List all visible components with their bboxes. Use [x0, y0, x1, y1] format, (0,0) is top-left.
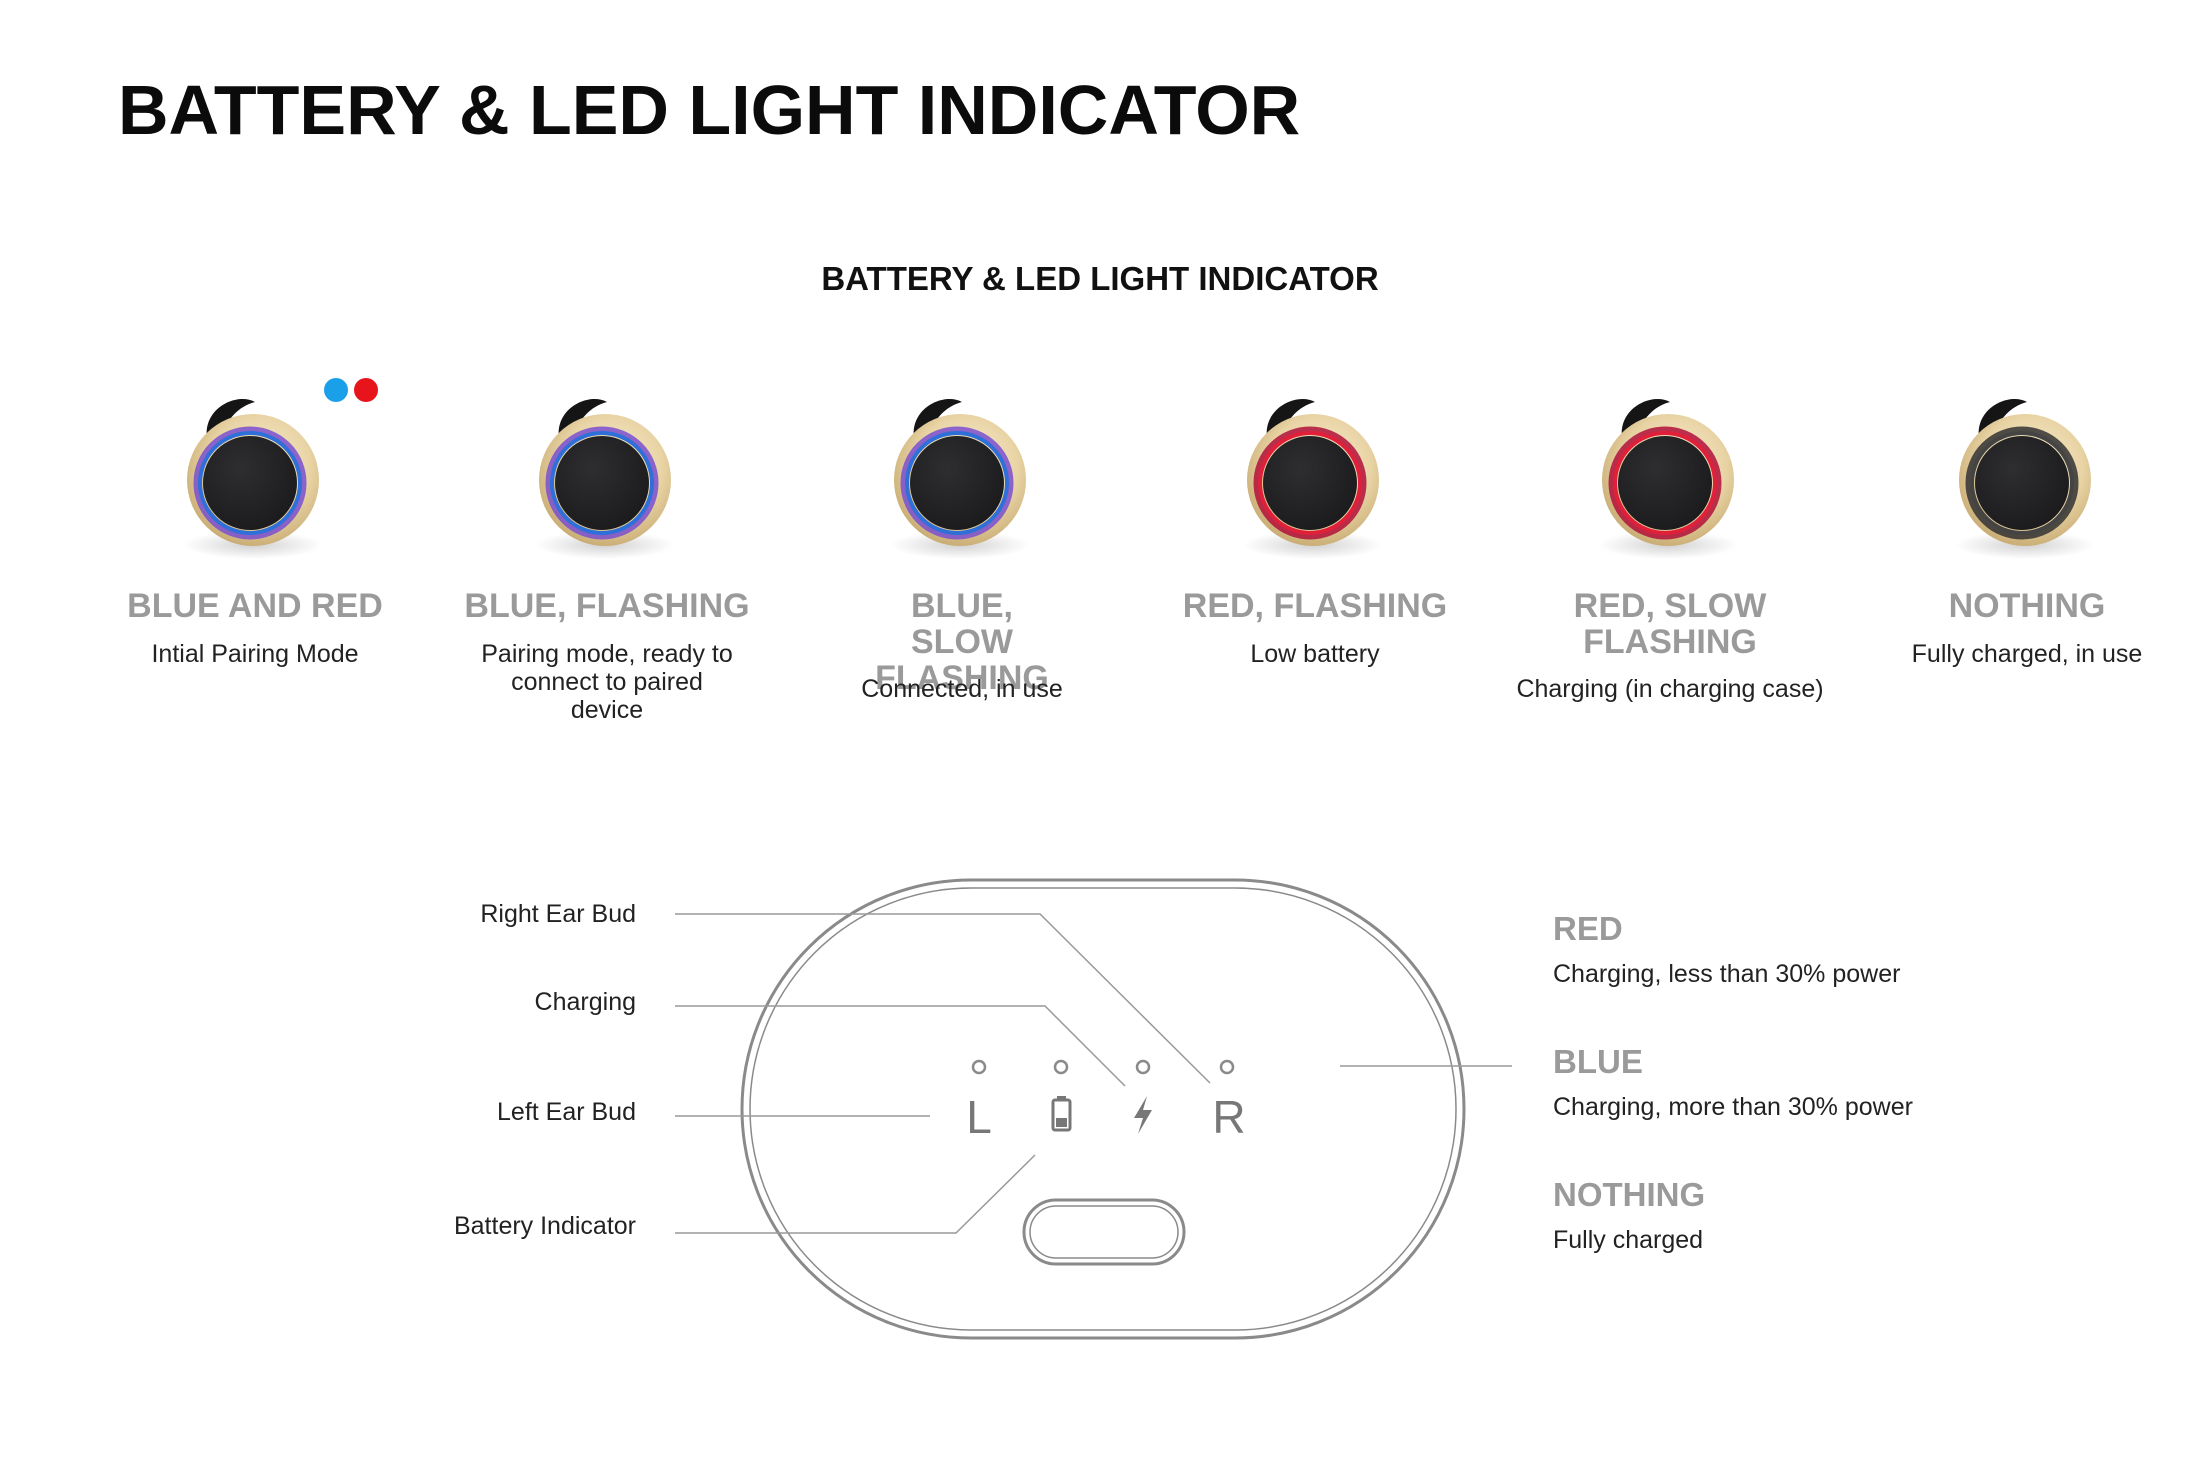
- legend-state-blue: BLUE: [1553, 1043, 1643, 1080]
- blue-red-dots-icon: [324, 378, 378, 402]
- earbud-red-flashing: RED, FLASHING Low battery: [1145, 380, 1485, 710]
- legend-state-red: RED: [1553, 910, 1623, 947]
- earbud-state-label: BLUE, SLOW FLASHING: [875, 587, 1049, 697]
- legend-desc-blue: Charging, more than 30% power: [1553, 1093, 1913, 1121]
- legend-state-nothing: NOTHING: [1553, 1176, 1706, 1213]
- earbud-description: Connected, in use: [861, 675, 1063, 703]
- earbud-state-label: RED, SLOW FLASHING: [1573, 587, 1767, 661]
- earbud-icon: [535, 399, 675, 559]
- led-right-ear-bud: [1219, 1059, 1235, 1075]
- led-battery: [1053, 1059, 1069, 1075]
- earbud-description: Low battery: [1250, 640, 1380, 668]
- earbud-icon: [183, 399, 323, 559]
- case-label-right: R: [1212, 1091, 1245, 1143]
- battery-icon: [1051, 1096, 1072, 1132]
- earbud-icon: [1598, 399, 1738, 559]
- led-left-ear-bud: [971, 1059, 987, 1075]
- callout-charging: Charging: [534, 988, 636, 1016]
- earbud-icon: [1243, 399, 1383, 559]
- earbud-icon: [1955, 399, 2095, 559]
- earbud-description: Intial Pairing Mode: [151, 640, 359, 668]
- legend-desc-red: Charging, less than 30% power: [1553, 960, 1901, 988]
- case-label-left: L: [966, 1091, 992, 1143]
- charging-port-icon: [1022, 1198, 1186, 1266]
- lightning-icon: [1134, 1096, 1152, 1134]
- earbud-state-label: RED, FLASHING: [1182, 587, 1448, 625]
- diagram-subtitle: BATTERY & LED LIGHT INDICATOR: [821, 260, 1379, 297]
- earbud-state-label: NOTHING: [1948, 587, 2106, 625]
- earbud-description: Fully charged, in use: [1911, 640, 2143, 668]
- led-charging: [1135, 1059, 1151, 1075]
- earbud-red-slow-flashing: RED, SLOW FLASHING Charging (in charging…: [1500, 380, 1840, 710]
- page-title: BATTERY & LED LIGHT INDICATOR: [118, 71, 1301, 149]
- charging-case-outline: [740, 878, 1466, 1340]
- callout-lines: [675, 913, 1512, 1234]
- earbud-description: Charging (in charging case): [1516, 675, 1824, 703]
- earbud-blue-flashing: BLUE, FLASHING Pairing mode, ready to co…: [437, 380, 777, 724]
- legend-desc-nothing: Fully charged: [1553, 1226, 1704, 1254]
- earbud-nothing: NOTHING Fully charged, in use: [1857, 380, 2197, 710]
- callout-right-ear-bud: Right Ear Bud: [480, 900, 636, 928]
- callout-left-ear-bud: Left Ear Bud: [497, 1098, 636, 1126]
- callout-battery-indicator: Battery Indicator: [453, 1212, 636, 1240]
- earbud-blue-slow-flashing: BLUE, SLOW FLASHING Connected, in use: [792, 380, 1132, 710]
- earbud-state-label: BLUE AND RED: [127, 587, 383, 625]
- earbud-icon: [890, 399, 1030, 559]
- earbud-description: Pairing mode, ready to connect to paired…: [481, 640, 733, 724]
- earbud-state-label: BLUE, FLASHING: [464, 587, 750, 625]
- earbud-blue-and-red: BLUE AND RED Intial Pairing Mode: [85, 380, 425, 710]
